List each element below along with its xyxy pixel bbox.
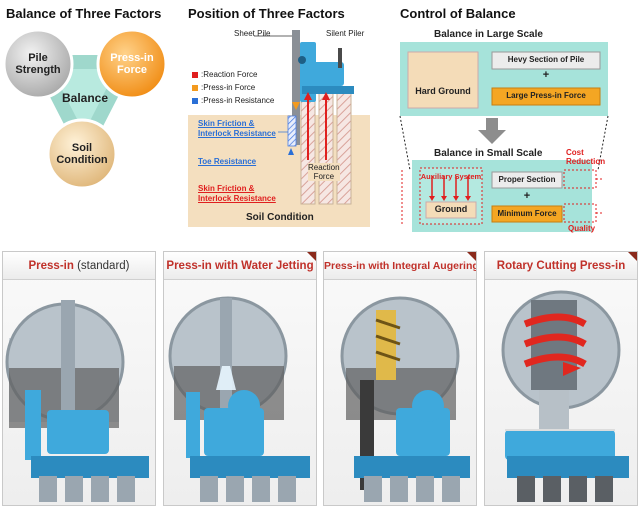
legend-reaction-force: :Reaction Force	[201, 70, 258, 79]
panel-title-position: Position of Three Factors	[188, 6, 345, 21]
card-corner-marker	[307, 252, 316, 261]
card-title: Press-in with Integral Augering	[324, 252, 476, 280]
skin-friction-top-label: Skin Friction &Interlock Resistance	[198, 119, 276, 138]
water-jetting-illustration	[168, 296, 310, 502]
hard-ground-label: Hard Ground	[415, 86, 471, 96]
card-water-jetting[interactable]: Press-in with Water Jetting	[163, 251, 317, 506]
minimum-force-label: Minimum Force	[497, 209, 557, 218]
small-scale-title: Balance in Small Scale	[434, 148, 543, 159]
control-balance-panel: Control of Balance Balance in Large Scal…	[396, 0, 640, 240]
card-title: Rotary Cutting Press-in	[485, 252, 637, 280]
silent-piler-label: Silent Piler	[326, 29, 365, 38]
heavy-section-label: Hevy Section of Pile	[507, 55, 585, 64]
card-corner-marker	[628, 252, 637, 261]
integral-augering-illustration	[340, 296, 470, 502]
card-corner-marker	[467, 252, 476, 261]
card-title: Press-in (standard)	[3, 252, 155, 280]
balance-scale-diagram	[399, 42, 609, 232]
sheet-pile-label: Sheet Pile	[234, 29, 271, 38]
skin-friction-bottom-label: Skin Friction &Interlock Resistance	[198, 184, 276, 203]
large-plus-sign: +	[542, 69, 550, 81]
position-factors-panel: Position of Three Factors	[188, 0, 378, 240]
auxiliary-system-label: Auxiliary System	[420, 172, 482, 181]
panel-title-balance: Balance of Three Factors	[6, 6, 162, 21]
card-integral-augering[interactable]: Press-in with Integral Augering	[323, 251, 477, 506]
large-scale-title: Balance in Large Scale	[434, 29, 543, 40]
small-plus-sign: +	[523, 190, 531, 202]
large-force-label: Large Press-in Force	[506, 91, 586, 100]
card-rotary-cutting[interactable]: Rotary Cutting Press-in	[484, 251, 638, 506]
proper-section-label: Proper Section	[498, 175, 556, 184]
card-press-in-standard[interactable]: Press-in (standard)	[2, 251, 156, 506]
rotary-cutting-illustration	[501, 290, 629, 502]
toe-resistance-label: Toe Resistance	[198, 157, 257, 166]
legend-press-in-resistance: :Press-in Resistance	[201, 96, 275, 105]
quality-label: Quality	[568, 224, 596, 233]
balance-center-label: Balance	[61, 91, 109, 105]
press-in-cross-section	[188, 30, 370, 227]
ground-label: Ground	[434, 204, 468, 214]
balance-triangle	[2, 28, 168, 190]
panel-title-control: Control of Balance	[400, 6, 516, 21]
soil-condition-caption: Soil Condition	[246, 212, 314, 223]
legend-press-in-force: :Press-in Force	[201, 83, 256, 92]
card-title: Press-in with Water Jetting	[164, 252, 316, 280]
press-in-standard-illustration	[5, 300, 149, 502]
